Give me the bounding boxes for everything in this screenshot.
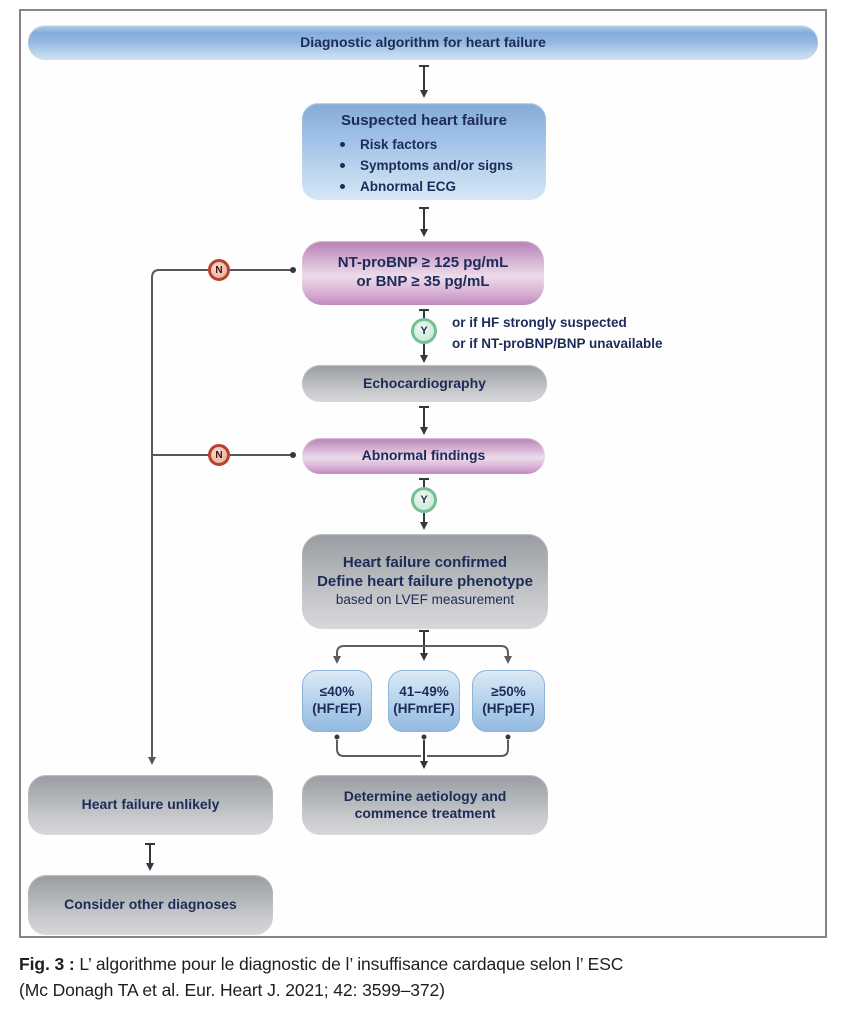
echocardiography-box: Echocardiography xyxy=(302,365,547,402)
confirmed-line2: Define heart failure phenotype xyxy=(317,573,533,591)
suspected-heart-failure-box: Suspected heart failure Risk factors Sym… xyxy=(302,103,546,200)
suspected-title: Suspected heart failure xyxy=(341,112,507,129)
lvef-hfref-value: ≤40% xyxy=(319,684,355,700)
lvef-hfmref-value: 41–49% xyxy=(399,684,449,700)
heart-failure-confirmed-box: Heart failure confirmed Define heart fai… xyxy=(302,534,548,629)
lvef-hfmref-box: 41–49% (HFmrEF) xyxy=(388,670,460,732)
heart-failure-unlikely-box: Heart failure unlikely xyxy=(28,775,273,835)
no-badge-natriuretic: N xyxy=(208,259,230,281)
lvef-hfpef-value: ≥50% xyxy=(491,684,526,700)
yes-path-note: or if HF strongly suspected or if NT-pro… xyxy=(452,312,663,354)
confirmed-line3: based on LVEF measurement xyxy=(335,591,515,607)
yes-badge-natriuretic: Y xyxy=(411,318,437,344)
banner-box: Diagnostic algorithm for heart failure xyxy=(28,25,818,60)
lvef-hfpef-label: (HFpEF) xyxy=(482,701,535,716)
caption-figure-number: Fig. 3 : xyxy=(19,954,75,974)
lvef-hfref-label: (HFrEF) xyxy=(312,701,362,716)
determine-aetiology-box: Determine aetiology and commence treatme… xyxy=(302,775,548,835)
figure-caption: Fig. 3 : L’ algorithme pour le diagnosti… xyxy=(19,951,824,1003)
banner-label: Diagnostic algorithm for heart failure xyxy=(300,33,546,50)
no-badge-findings: N xyxy=(208,444,230,466)
confirmed-line1: Heart failure confirmed xyxy=(342,554,508,572)
yes-badge-findings: Y xyxy=(411,487,437,513)
suspected-bullet-list: Risk factors Symptoms and/or signs Abnor… xyxy=(302,134,546,197)
determine-line1: Determine aetiology and xyxy=(343,787,507,804)
yes-note-line1: or if HF strongly suspected xyxy=(452,315,627,330)
bullet-abnormal-ecg: Abnormal ECG xyxy=(302,176,546,197)
bnp-line: or BNP ≥ 35 pg/mL xyxy=(356,273,490,290)
natriuretic-peptide-box: NT-proBNP ≥ 125 pg/mL or BNP ≥ 35 pg/mL xyxy=(302,241,544,305)
lvef-hfpef-box: ≥50% (HFpEF) xyxy=(472,670,545,732)
caption-line2: (Mc Donagh TA et al. Eur. Heart J. 2021;… xyxy=(19,980,445,1000)
abnormal-findings-box: Abnormal findings xyxy=(302,438,545,474)
determine-line2: commence treatment xyxy=(354,805,496,821)
lvef-hfref-box: ≤40% (HFrEF) xyxy=(302,670,372,732)
caption-line1: Fig. 3 : L’ algorithme pour le diagnosti… xyxy=(19,954,624,974)
yes-note-line2: or if NT-proBNP/BNP unavailable xyxy=(452,336,663,351)
bullet-risk-factors: Risk factors xyxy=(302,134,546,155)
bullet-symptoms-signs: Symptoms and/or signs xyxy=(302,155,546,176)
consider-other-diagnoses-box: Consider other diagnoses xyxy=(28,875,273,935)
nt-probnp-line: NT-proBNP ≥ 125 pg/mL xyxy=(337,254,509,272)
lvef-hfmref-label: (HFmrEF) xyxy=(393,701,455,716)
